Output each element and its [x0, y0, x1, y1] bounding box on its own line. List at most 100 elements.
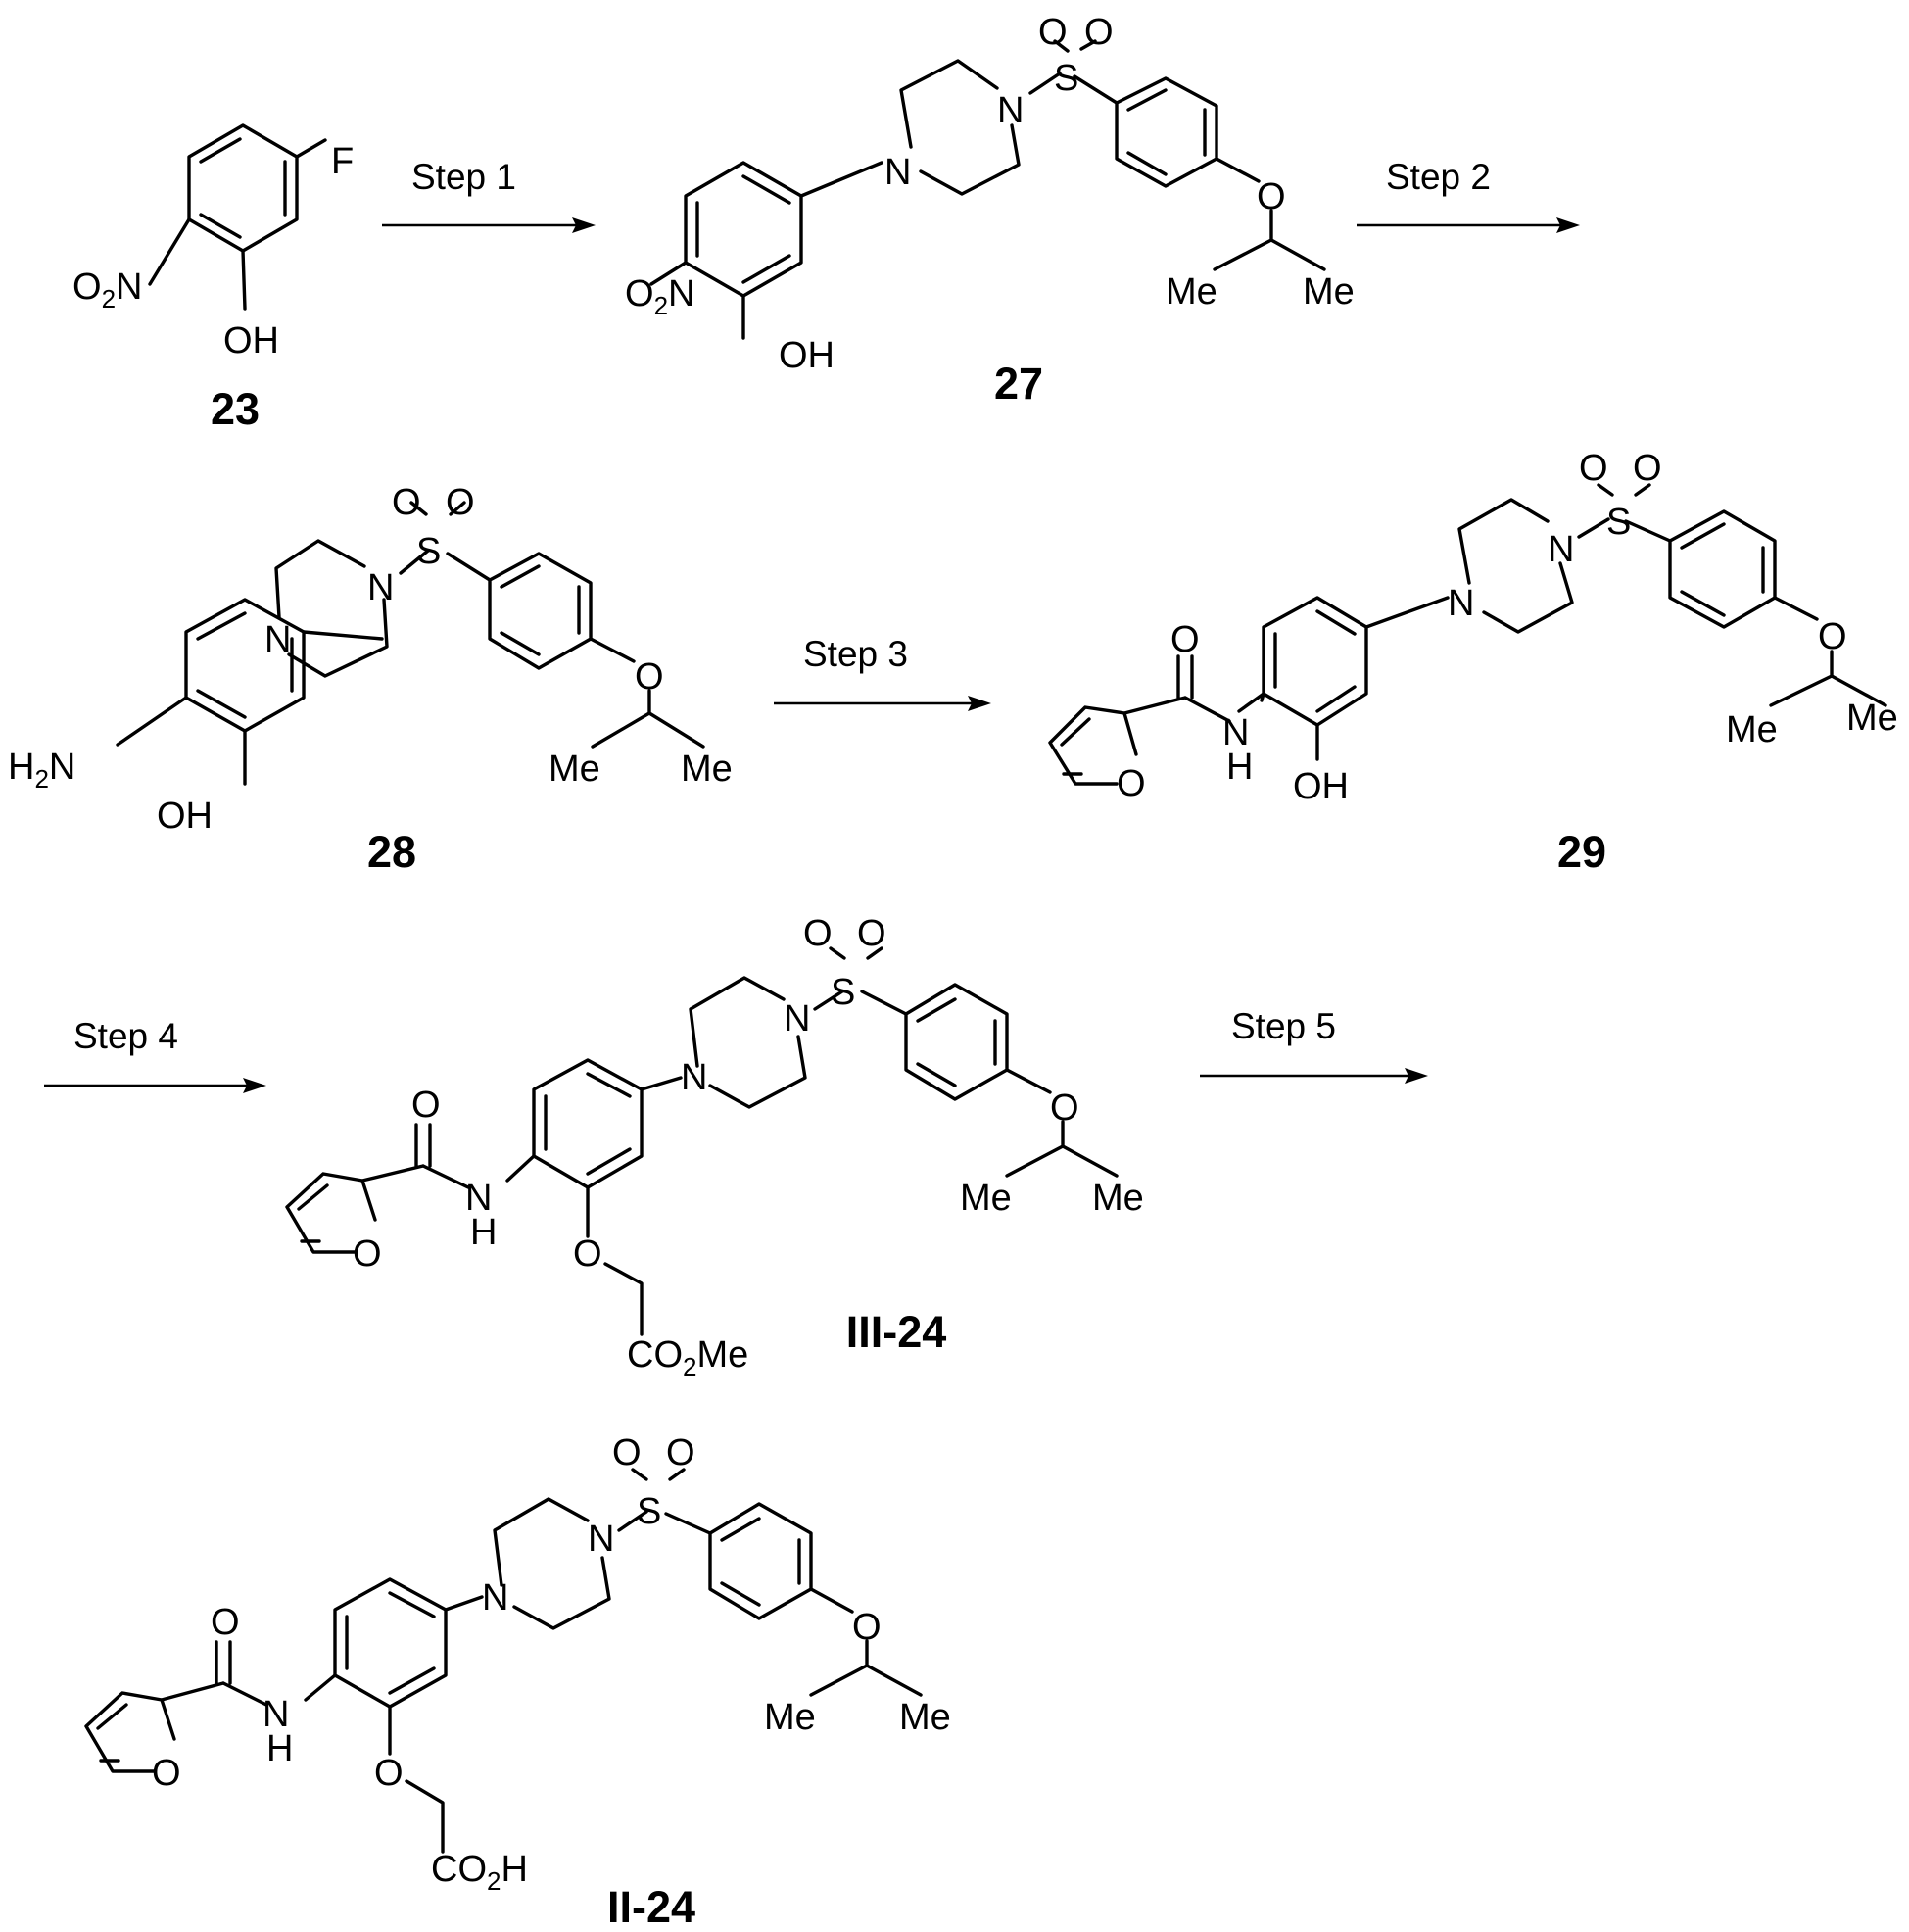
compound-28: O O S N N O Me Me H2N OH 28	[8, 482, 733, 877]
piperazine-nitrogen-label: N	[884, 152, 911, 193]
sulfone-oxygen-label: O	[1084, 12, 1114, 53]
bond	[605, 1264, 642, 1334]
bond	[710, 1504, 811, 1618]
bond	[1239, 694, 1264, 711]
sulfone-oxygen-label: O	[1633, 448, 1662, 489]
nitro-label: O2N	[72, 266, 142, 314]
ether-oxygen-label: O	[635, 656, 664, 698]
methyl-label: Me	[681, 749, 733, 790]
compound-number: 29	[1557, 827, 1606, 877]
bond	[1670, 511, 1775, 627]
methyl-label: Me	[1303, 271, 1355, 313]
sulfone-oxygen-label: O	[857, 913, 886, 954]
bond	[276, 541, 387, 676]
sulfur-label: S	[416, 531, 441, 572]
step-label: Step 1	[411, 157, 516, 197]
step-3-arrow: Step 3	[774, 634, 991, 711]
bond	[243, 251, 245, 309]
sulfur-label: S	[637, 1491, 661, 1532]
step-4-arrow: Step 4	[44, 1016, 266, 1093]
methyl-label: Me	[764, 1697, 816, 1738]
amine-label: H2N	[8, 747, 75, 794]
ether-oxygen-label: O	[1050, 1087, 1079, 1129]
bond	[801, 163, 882, 196]
bond	[335, 1579, 446, 1707]
compound-number: II-24	[607, 1882, 695, 1932]
ether-oxygen-label: O	[1257, 176, 1286, 217]
methyl-label: Me	[1092, 1178, 1144, 1219]
bond	[362, 1125, 468, 1187]
bond	[697, 176, 789, 282]
bond	[118, 698, 186, 745]
compound-number: III-24	[846, 1307, 947, 1357]
methyl-label: Me	[549, 749, 600, 790]
sulfur-label: S	[831, 972, 855, 1013]
bond	[918, 999, 995, 1086]
compound-number: 27	[994, 359, 1043, 409]
sulfur-label: S	[1054, 58, 1078, 99]
bond	[722, 1519, 799, 1605]
compound-number: 23	[211, 384, 260, 434]
bond	[686, 163, 801, 296]
sulfone-oxygen-label: O	[1579, 448, 1608, 489]
bond	[691, 978, 805, 1107]
sulfone-oxygen-label: O	[446, 482, 475, 523]
bond	[507, 1156, 534, 1181]
hydroxyl-label: OH	[223, 320, 279, 362]
carboxylic-acid-label: CO2H	[431, 1849, 528, 1896]
aryl-ether-oxygen-label: O	[573, 1233, 602, 1275]
carbonyl-oxygen-label: O	[1170, 619, 1200, 660]
furan-oxygen-label: O	[353, 1233, 382, 1275]
bond	[446, 1597, 482, 1610]
bond	[297, 140, 325, 157]
methyl-label: Me	[899, 1697, 951, 1738]
bond	[304, 632, 382, 639]
fluorine-label: F	[331, 141, 354, 182]
bond	[347, 1593, 434, 1693]
piperazine-nitrogen-label: N	[681, 1057, 707, 1098]
sulfone-oxygen-label: O	[1038, 12, 1068, 53]
sulfone-oxygen-label: O	[392, 482, 421, 523]
hydroxyl-label: OH	[779, 335, 835, 376]
piperazine-nitrogen-label: N	[784, 998, 810, 1039]
bond	[546, 1074, 630, 1174]
piperazine-nitrogen-label: N	[367, 567, 394, 608]
bond	[490, 554, 591, 668]
methyl-ester-label: CO2Me	[627, 1334, 748, 1381]
compound-29: O O S N N O Me Me O N H O OH 29	[1050, 448, 1898, 877]
amide-hydrogen-label: H	[470, 1212, 497, 1253]
piperazine-nitrogen-label: N	[482, 1577, 508, 1618]
step-label: Step 2	[1386, 157, 1491, 197]
methyl-label: Me	[1166, 271, 1217, 313]
sulfur-label: S	[1606, 502, 1631, 543]
bond	[815, 948, 906, 1014]
methyl-label: Me	[1846, 698, 1898, 739]
piperazine-nitrogen-label: N	[997, 90, 1024, 131]
bond	[189, 125, 297, 251]
bond	[1128, 90, 1205, 174]
step-label: Step 3	[803, 634, 908, 674]
bond	[150, 219, 189, 284]
bond	[906, 985, 1007, 1099]
bond	[1275, 611, 1355, 711]
compound-II-24: O O S N N O Me Me O N H O O CO2H II-24	[86, 1432, 951, 1932]
ether-oxygen-label: O	[852, 1607, 882, 1648]
piperazine-nitrogen-label: N	[1448, 583, 1474, 624]
piperazine-nitrogen-label: N	[1548, 529, 1574, 570]
sulfone-oxygen-label: O	[803, 913, 833, 954]
hydroxyl-label: OH	[157, 796, 213, 837]
step-5-arrow: Step 5	[1200, 1006, 1428, 1084]
compound-23: F O2N OH 23	[72, 125, 354, 434]
piperazine-nitrogen-label: N	[264, 619, 291, 660]
piperazine-nitrogen-label: N	[588, 1519, 614, 1560]
step-2-arrow: Step 2	[1357, 157, 1580, 233]
furan-oxygen-label: O	[1117, 763, 1146, 804]
compound-27: O O S N N O Me Me O2N OH 27	[625, 12, 1355, 409]
bond	[1117, 78, 1217, 186]
step-1-arrow: Step 1	[382, 157, 596, 233]
methyl-label: Me	[1726, 709, 1778, 750]
furan-oxygen-label: O	[152, 1753, 181, 1794]
sulfone-oxygen-label: O	[612, 1432, 642, 1473]
carbonyl-oxygen-label: O	[411, 1085, 441, 1126]
